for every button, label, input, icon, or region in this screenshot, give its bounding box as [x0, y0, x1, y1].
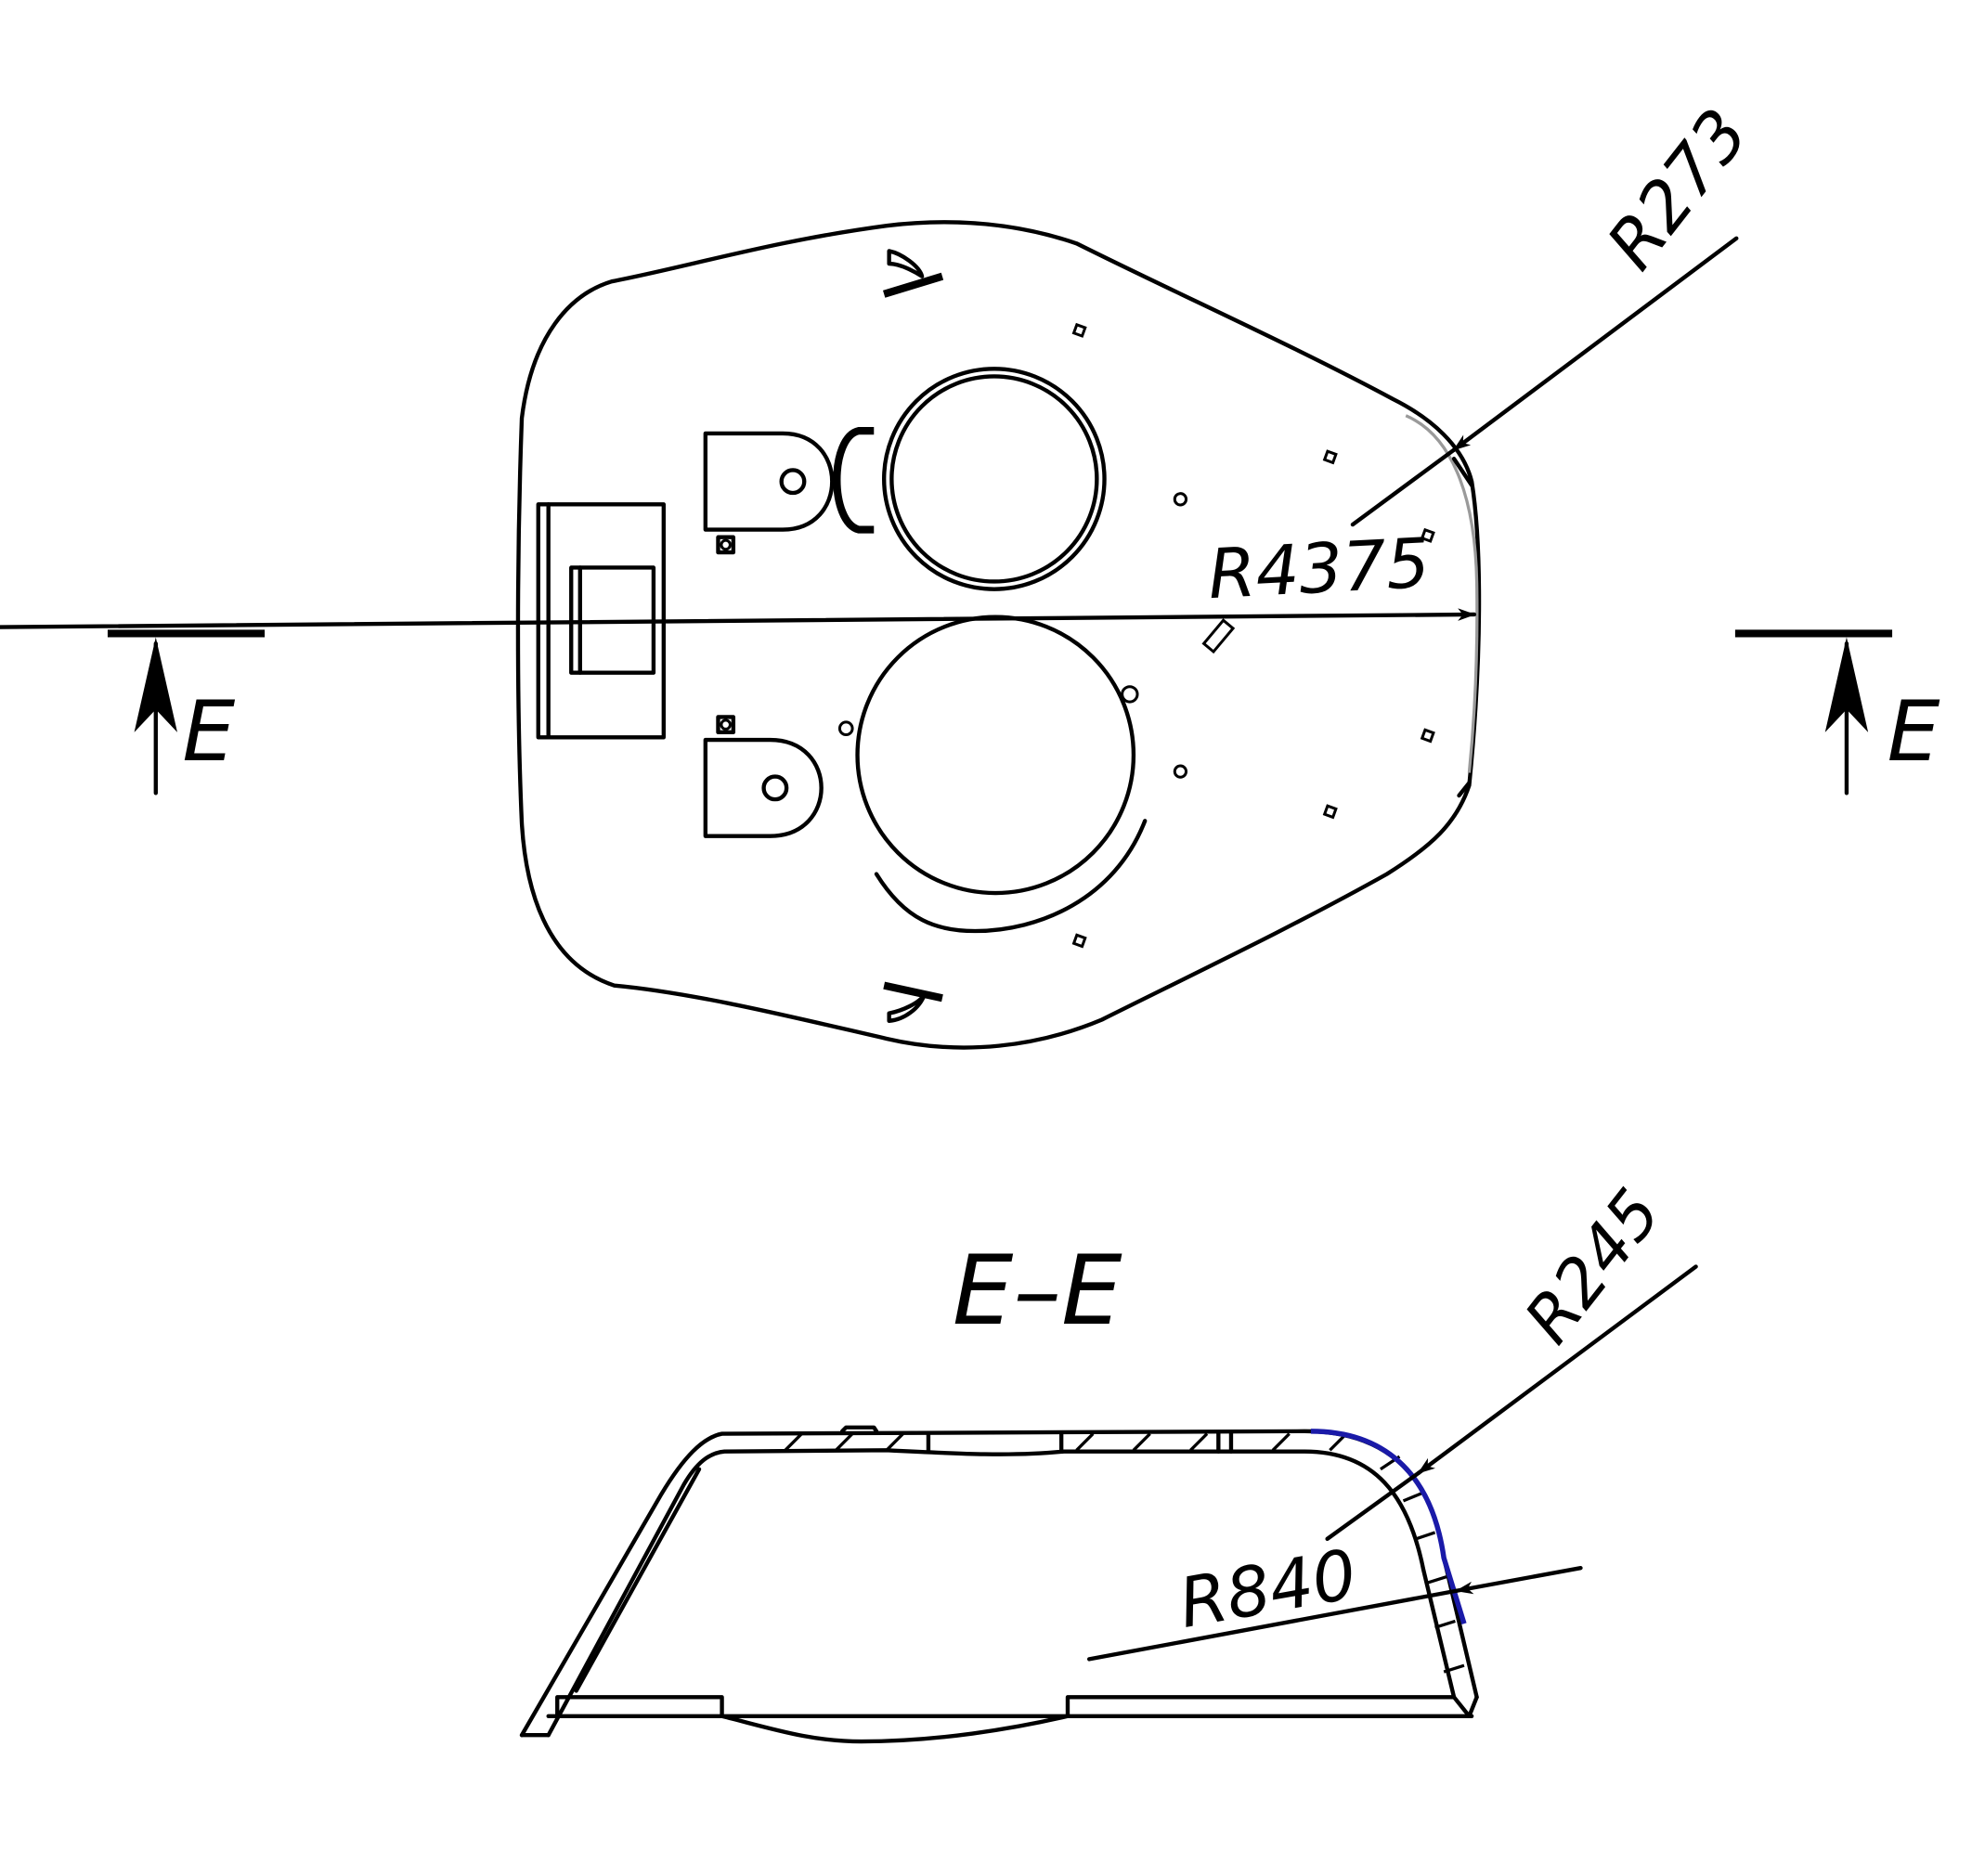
roof-lug: [839, 1425, 879, 1434]
plan-view: [0, 220, 1739, 1050]
plan-rivet-2: [1071, 933, 1087, 949]
r245-leader: [1416, 1264, 1698, 1476]
lower-mount-hole: [761, 774, 789, 802]
section-base-curve: [720, 1714, 1070, 1744]
roof-hatching: [784, 1432, 1465, 1674]
section-arrow-right-head: [1824, 637, 1869, 732]
plan-rivet-1: [1071, 322, 1087, 338]
section-base-left-plate: [555, 1695, 724, 1718]
r4375-dimension-line: [0, 608, 1477, 629]
plan-right-notch: [1451, 456, 1474, 487]
section-title: E–E: [953, 1236, 1122, 1347]
lower-hatch-guard-arc: [874, 819, 1148, 934]
section-right-foot: [1467, 1695, 1479, 1718]
section-mark-left-label: E: [182, 683, 235, 781]
upper-c-bracket: [833, 427, 875, 534]
r840-arrow: [1454, 1565, 1583, 1595]
section-mark-right-label: E: [1888, 683, 1940, 781]
plan-right-notch-lower: [1457, 781, 1472, 798]
lower-hatch-ring: [855, 615, 1136, 896]
section-left-plate-inner: [574, 1467, 702, 1693]
section-view: [519, 1264, 1698, 1744]
section-arrow-left-head: [134, 637, 177, 732]
section-base-right-plate: [1065, 1695, 1472, 1718]
r840-label: R840: [1174, 1535, 1363, 1644]
upper-hatch-ring-outer: [882, 367, 1107, 591]
top-periscope: [887, 249, 925, 278]
upper-hatch-ring-inner: [889, 374, 1099, 584]
r840-leader: [1086, 1588, 1459, 1662]
plan-ghost-edge: [1405, 414, 1479, 773]
plan-slot: [1201, 618, 1236, 654]
r4375-label: R4375: [1206, 524, 1432, 615]
section-inner-skin: [546, 1448, 1457, 1738]
plan-rivet-6: [1322, 804, 1338, 820]
lower-mount-bracket: [703, 737, 824, 838]
section-arrow-right: [1734, 629, 1893, 796]
r273-leader-tail: [1350, 447, 1457, 527]
top-periscope-slot: [882, 272, 944, 298]
plan-hole-2: [1173, 764, 1188, 779]
r245-label: R245: [1510, 1175, 1676, 1358]
lower-hatch-pin-left: [837, 720, 854, 737]
plan-rivet-4: [1420, 527, 1435, 543]
plan-outline: [515, 220, 1482, 1050]
upper-mount-bolt: [716, 535, 736, 555]
upper-mount-hole: [779, 468, 807, 496]
lower-mount-bolt: [716, 715, 736, 735]
plan-hole-1: [1173, 492, 1188, 507]
r273-leader: [1451, 236, 1739, 452]
upper-mount-bracket: [703, 431, 835, 532]
upper-mount-bolt-hole: [720, 538, 732, 551]
bottom-periscope-slot: [883, 981, 943, 1003]
bottom-periscope: [887, 992, 928, 1024]
r273-label: R273: [1592, 96, 1764, 284]
plan-rivet-5: [1420, 728, 1435, 744]
lower-hatch-pin-right: [1121, 685, 1139, 704]
lower-mount-bolt-hole: [720, 718, 732, 731]
r245-leader-tail: [1325, 1470, 1421, 1541]
plan-rivet-3: [1322, 449, 1338, 465]
section-arrow-left: [107, 629, 266, 796]
r245-highlight-arc: [1310, 1429, 1467, 1624]
